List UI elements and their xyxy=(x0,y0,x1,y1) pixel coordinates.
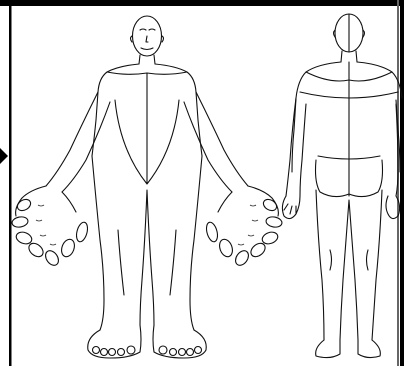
top-frame-bar xyxy=(0,0,404,6)
front-right-arm xyxy=(46,92,110,192)
pointer-arrow-icon xyxy=(0,148,8,164)
back-neck xyxy=(341,51,357,62)
front-feet xyxy=(88,325,207,358)
left-frame-line xyxy=(9,0,12,366)
back-head xyxy=(334,14,365,52)
front-figure xyxy=(11,16,282,358)
front-head xyxy=(131,16,164,56)
back-right-hand xyxy=(282,196,300,219)
back-torso xyxy=(292,62,402,196)
back-figure xyxy=(282,14,402,358)
back-feet xyxy=(316,340,381,358)
right-frame-line xyxy=(400,0,404,366)
front-left-hand xyxy=(205,186,283,268)
front-chest-lines xyxy=(107,72,187,184)
front-right-hand xyxy=(11,186,89,268)
back-legs xyxy=(316,190,382,340)
back-right-arm xyxy=(286,98,306,196)
front-left-arm xyxy=(184,92,248,192)
